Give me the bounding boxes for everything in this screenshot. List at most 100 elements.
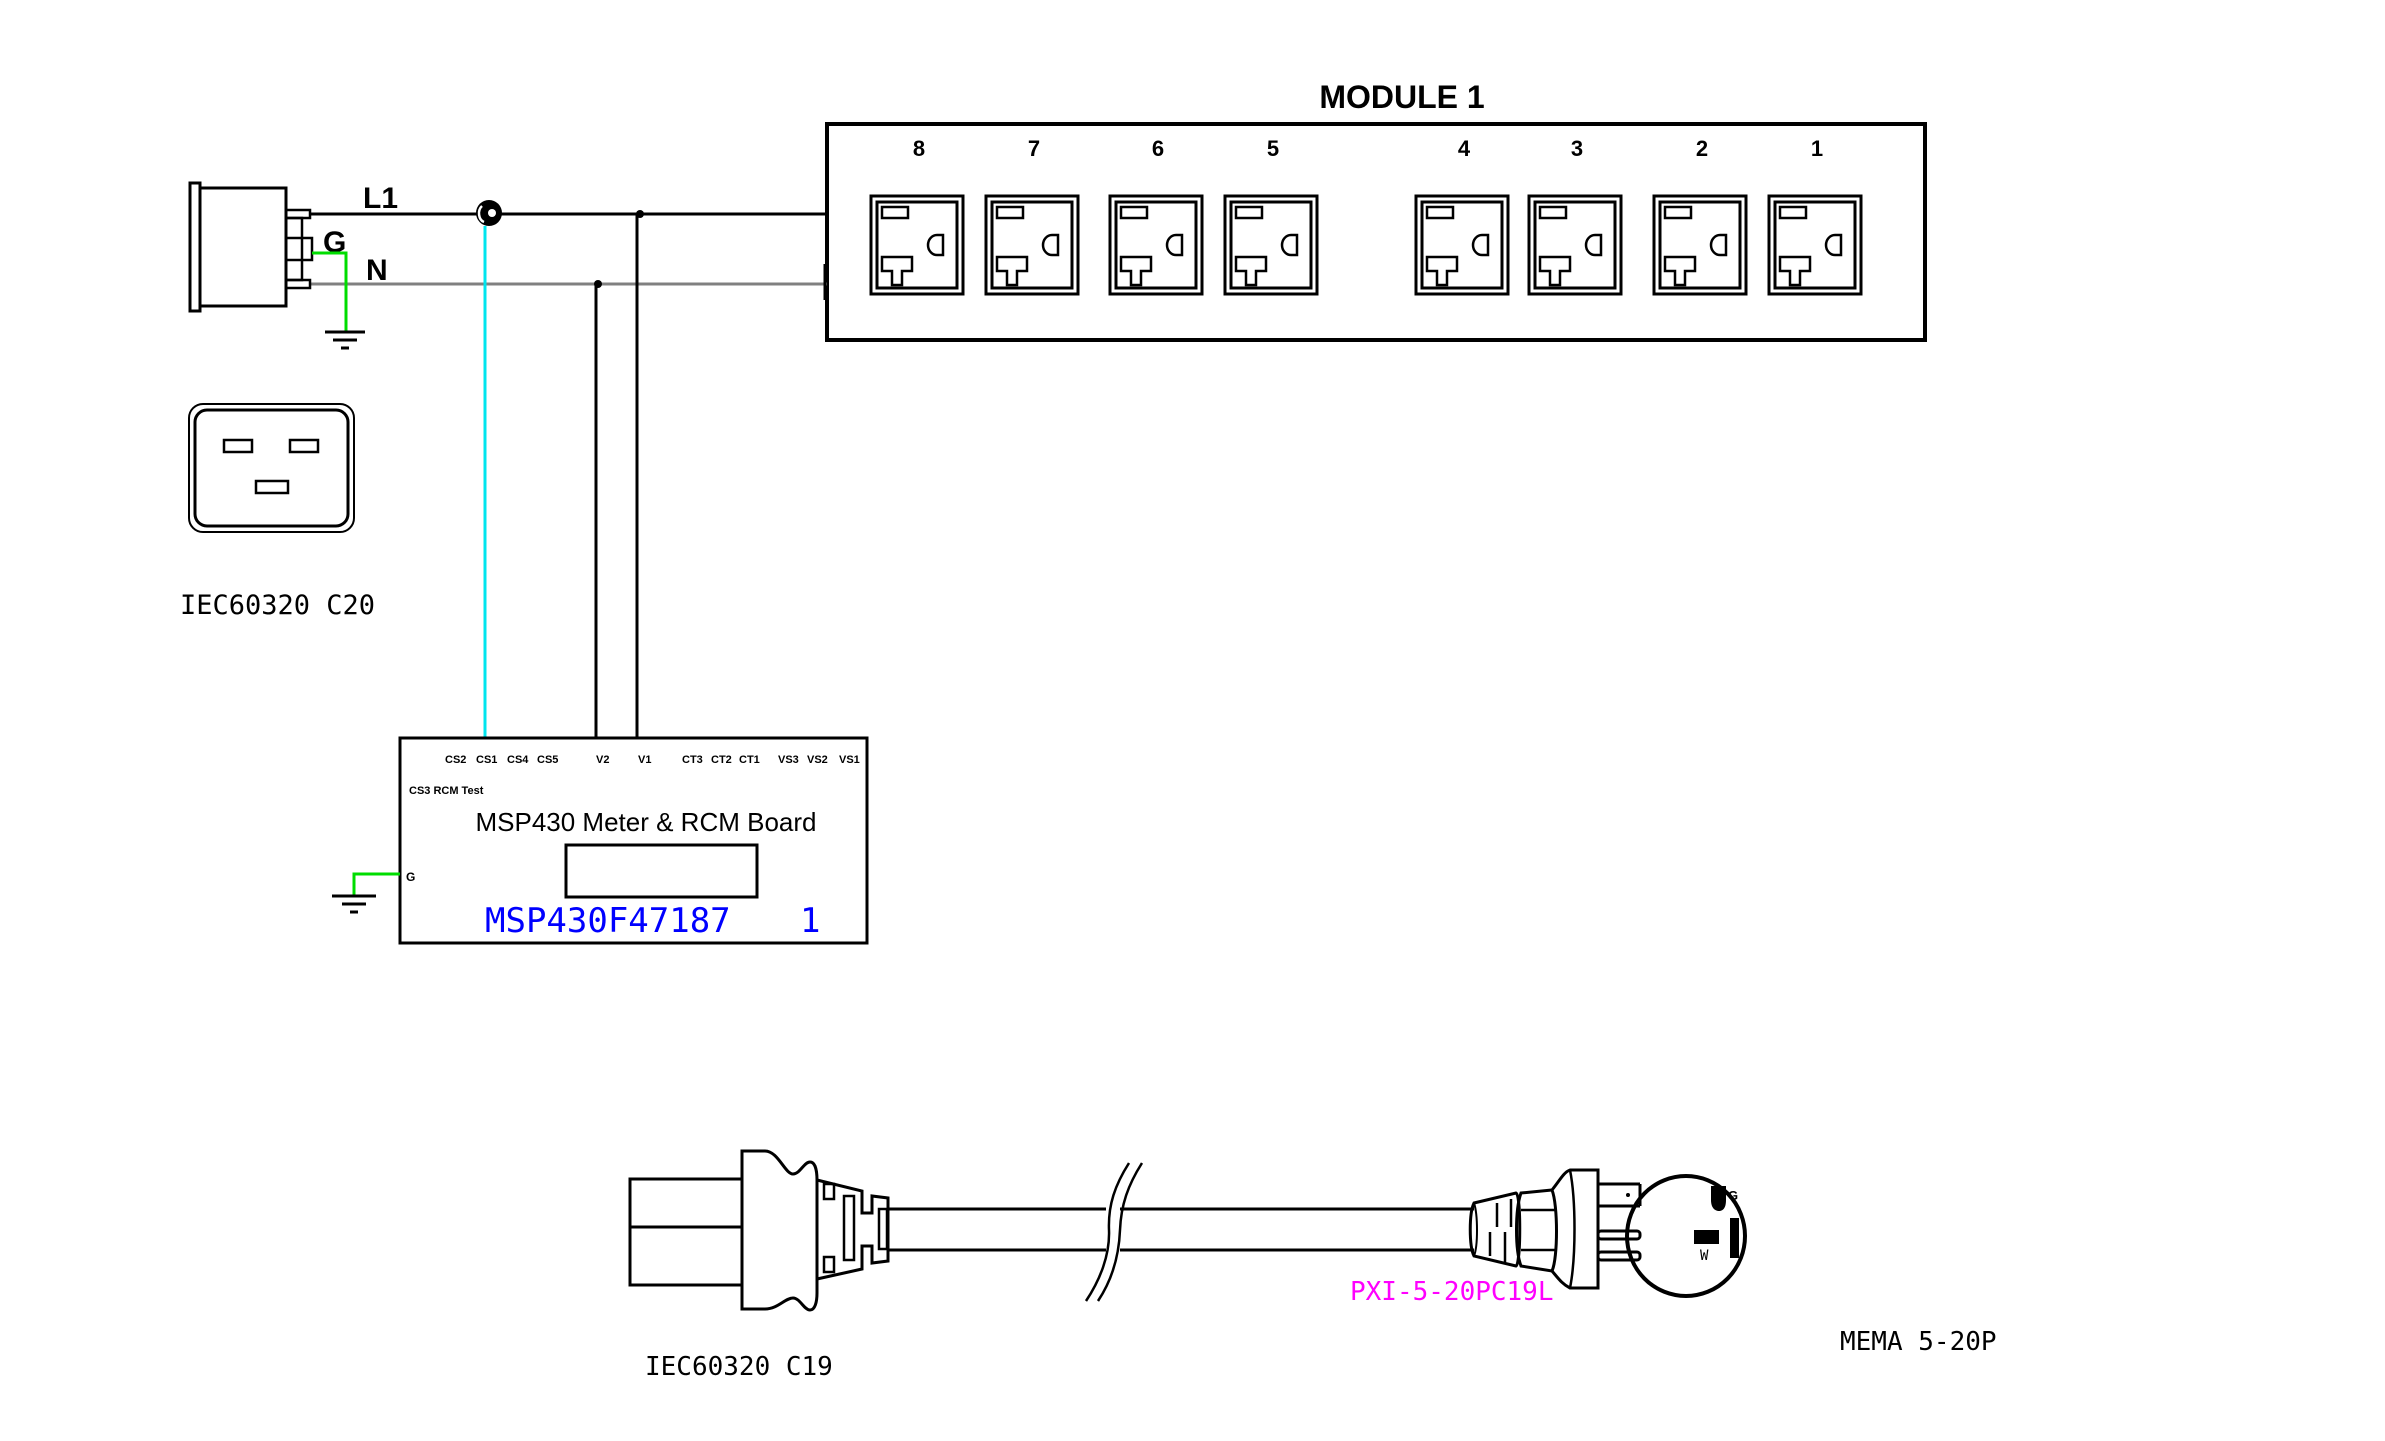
pin-label-vs2: VS2 xyxy=(807,754,828,766)
outlet-number: 7 xyxy=(1028,136,1040,161)
outlet-3: 3 xyxy=(1527,136,1623,296)
plug-face-ground-label: G xyxy=(1728,1188,1738,1203)
outlet-frame xyxy=(1414,194,1510,296)
neutral-t-slot xyxy=(1778,255,1812,287)
pin-label-cs1: CS1 xyxy=(476,754,497,766)
board-part-number: MSP430F47187 xyxy=(485,901,731,941)
pin-label-cs5: CS5 xyxy=(537,754,558,766)
hot-slot xyxy=(1538,205,1568,220)
board-quantity: 1 xyxy=(800,901,820,941)
hot-slot xyxy=(1234,205,1264,220)
inlet-label: IEC60320 C20 xyxy=(180,590,375,621)
ground-wire xyxy=(312,251,348,332)
meter-board xyxy=(398,736,869,945)
outlet-frame xyxy=(1108,194,1204,296)
plug-face-neutral-label: W xyxy=(1700,1248,1709,1264)
outlet-frame xyxy=(1223,194,1319,296)
neutral-t-slot xyxy=(1425,255,1459,287)
ground-hole xyxy=(1041,233,1060,257)
outlet-face xyxy=(1773,200,1857,290)
c19-connector-icon xyxy=(628,1149,890,1312)
c20-inlet-icon xyxy=(188,403,355,533)
ground-hole xyxy=(1584,233,1603,257)
neutral-t-slot xyxy=(880,255,914,287)
outlet-face xyxy=(1229,200,1313,290)
outlet-4: 4 xyxy=(1414,136,1510,296)
ground-hole xyxy=(1280,233,1299,257)
outlet-face xyxy=(990,200,1074,290)
neutral-t-slot xyxy=(995,255,1029,287)
outlet-number: 6 xyxy=(1152,136,1164,161)
pin-label-v2: V2 xyxy=(596,754,609,766)
pin-label-ct3: CT3 xyxy=(682,754,703,766)
neutral-t-slot xyxy=(1119,255,1153,287)
board-title: MSP430 Meter & RCM Board xyxy=(475,807,816,837)
cord-part-label: PXI-5-20PC19L xyxy=(1350,1277,1554,1307)
outlet-6: 6 xyxy=(1108,136,1204,296)
ground-hole xyxy=(1471,233,1490,257)
cable-break-icon xyxy=(1084,1162,1144,1302)
pin-label-cs4: CS4 xyxy=(507,754,529,766)
hot-slot xyxy=(995,205,1025,220)
outlet-face xyxy=(1114,200,1198,290)
outlet-2: 2 xyxy=(1652,136,1748,296)
pin-label-vs3: VS3 xyxy=(778,754,799,766)
ground-hole xyxy=(1709,233,1728,257)
neutral-t-slot xyxy=(1234,255,1268,287)
line-label: L1 xyxy=(363,182,398,215)
outlet-number: 1 xyxy=(1811,136,1823,161)
ground-label: G xyxy=(323,226,346,259)
outlet-number: 5 xyxy=(1267,136,1279,161)
current-sensor-icon xyxy=(476,200,502,226)
outlet-row: 8 7 6 5 4 3 2 1 xyxy=(869,136,1863,296)
outlet-number: 2 xyxy=(1696,136,1708,161)
pin-label-ct1: CT1 xyxy=(739,754,760,766)
neutral-label: N xyxy=(366,254,388,287)
outlet-number: 8 xyxy=(913,136,925,161)
outlet-7: 7 xyxy=(984,136,1080,296)
outlet-frame xyxy=(869,194,965,296)
outlet-frame xyxy=(984,194,1080,296)
neutral-t-slot xyxy=(1663,255,1697,287)
pin-label-cs2: CS2 xyxy=(445,754,466,766)
neutral-t-slot xyxy=(1538,255,1572,287)
outlet-frame xyxy=(1527,194,1623,296)
module-enclosure xyxy=(825,122,1927,342)
ground-hole xyxy=(1824,233,1843,257)
pin-label-ct2: CT2 xyxy=(711,754,732,766)
ground-hole xyxy=(926,233,945,257)
outlet-5: 5 xyxy=(1223,136,1319,296)
hot-slot xyxy=(1425,205,1455,220)
plug-label: MEMA 5-20P xyxy=(1840,1327,1997,1357)
board-pin-labels: CS2 CS1 CS4 CS5 V2 V1 CT3 CT2 CT1 VS3 VS2 VS1 xyxy=(445,754,860,766)
outlet-1: 1 xyxy=(1767,136,1863,296)
outlet-face xyxy=(1658,200,1742,290)
outlet-face xyxy=(1420,200,1504,290)
board-ground-pin: G xyxy=(406,870,415,884)
outlet-face xyxy=(875,200,959,290)
hot-slot xyxy=(1119,205,1149,220)
outlet-number: 3 xyxy=(1571,136,1583,161)
ground-hole xyxy=(1165,233,1184,257)
board-ground-wire xyxy=(352,872,400,896)
rcm-test-label: CS3 RCM Test xyxy=(409,785,484,797)
inlet-side-view xyxy=(188,181,314,313)
board-display xyxy=(564,843,759,899)
pin-label-v1: V1 xyxy=(638,754,651,766)
outlet-face xyxy=(1533,200,1617,290)
hot-slot xyxy=(1663,205,1693,220)
outlet-number: 4 xyxy=(1458,136,1471,161)
nema-5-20-face-icon xyxy=(1625,1174,1747,1298)
pin-label-vs1: VS1 xyxy=(839,754,860,766)
nema-plug-side-icon xyxy=(1468,1168,1642,1290)
outlet-frame xyxy=(1652,194,1748,296)
outlet-8: 8 xyxy=(869,136,965,296)
ground-symbol-inlet xyxy=(325,330,365,350)
hot-slot xyxy=(880,205,910,220)
connector-label: IEC60320 C19 xyxy=(645,1352,833,1382)
outlet-frame xyxy=(1767,194,1863,296)
hot-slot xyxy=(1778,205,1808,220)
module-title: MODULE 1 xyxy=(1319,79,1484,115)
ground-symbol-board xyxy=(332,894,376,914)
